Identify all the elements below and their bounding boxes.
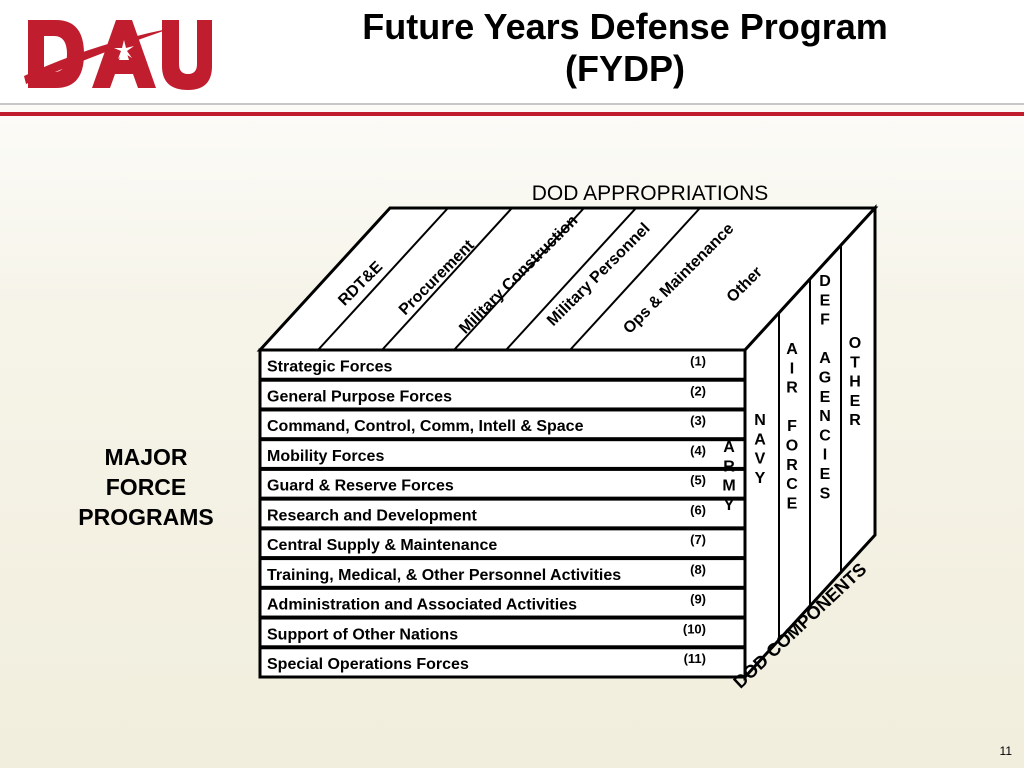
program-row-divider — [260, 496, 745, 501]
program-name: General Purpose Forces — [267, 388, 452, 405]
component-letter: H — [849, 374, 861, 391]
appropriation-divider — [317, 207, 449, 351]
program-number: (7) — [690, 532, 706, 547]
program-row-divider — [260, 645, 745, 650]
component-letter: A — [754, 431, 766, 448]
appropriation-divider — [381, 207, 513, 351]
component-letter: R — [786, 380, 798, 397]
slide-title-line1: Future Years Defense Program — [362, 6, 888, 47]
program-name: Central Supply & Maintenance — [267, 537, 497, 554]
program-number: (6) — [690, 502, 706, 517]
program-number: (2) — [690, 383, 706, 398]
program-name: Special Operations Forces — [267, 656, 469, 673]
program-name: Research and Development — [267, 507, 478, 524]
program-number: (4) — [690, 443, 706, 458]
program-number: (3) — [690, 413, 706, 428]
program-name: Strategic Forces — [267, 359, 392, 376]
component-letter: E — [820, 466, 831, 483]
program-row-divider — [260, 466, 745, 471]
component-letter: F — [820, 312, 830, 329]
program-number: (1) — [690, 354, 706, 369]
component-letter: A — [786, 341, 798, 358]
side-label-line: FORCE — [105, 474, 187, 500]
program-name: Administration and Associated Activities — [267, 597, 577, 614]
appropriation-divider — [453, 207, 585, 351]
component-letter: A — [723, 439, 735, 456]
component-letter: I — [823, 447, 827, 464]
program-name: Mobility Forces — [267, 448, 384, 465]
page-number: 11 — [999, 744, 1012, 758]
dau-logo — [24, 20, 212, 90]
major-force-programs-label: MAJOR FORCE PROGRAMS — [56, 442, 236, 532]
program-name: Guard & Reserve Forces — [267, 478, 454, 495]
component-letter: Y — [724, 497, 735, 514]
program-name: Training, Medical, & Other Personnel Act… — [267, 567, 621, 584]
program-row-divider — [260, 437, 745, 442]
header-divider — [0, 103, 1024, 105]
component-letter: R — [786, 457, 798, 474]
program-number: (9) — [690, 592, 706, 607]
component-letter: C — [819, 427, 831, 444]
component-letter: R — [723, 458, 735, 475]
program-row-divider — [260, 615, 745, 620]
component-letter: M — [722, 478, 735, 495]
component-letter: E — [850, 393, 861, 410]
component-letter: C — [786, 476, 798, 493]
component-letter: N — [754, 412, 766, 429]
dod-appropriations-label: DOD APPROPRIATIONS — [532, 182, 769, 205]
component-letter: N — [819, 408, 831, 425]
program-row-divider — [260, 407, 745, 412]
component-letter: R — [849, 412, 861, 429]
component-letter: E — [820, 389, 831, 406]
program-name: Command, Control, Comm, Intell & Space — [267, 418, 584, 435]
component-letter: T — [850, 354, 860, 371]
side-label-line: PROGRAMS — [78, 504, 214, 530]
component-letter: O — [786, 438, 798, 455]
component-letter: I — [790, 360, 794, 377]
component-letter: V — [755, 451, 766, 468]
program-number: (8) — [690, 562, 706, 577]
component-letter: O — [849, 335, 861, 352]
side-label-line: MAJOR — [104, 444, 188, 470]
component-letter: E — [820, 292, 831, 309]
appropriation-divider — [505, 207, 637, 351]
program-name: Support of Other Nations — [267, 626, 458, 643]
component-letter: Y — [755, 470, 766, 487]
component-letter: E — [787, 495, 798, 512]
appropriation-divider — [569, 207, 701, 351]
slide-title-line2: (FYDP) — [565, 48, 685, 89]
header-accent-line — [0, 112, 1024, 116]
component-letter: D — [819, 273, 831, 290]
program-number: (5) — [690, 473, 706, 488]
component-letter: S — [820, 485, 831, 502]
program-row-divider — [260, 526, 745, 531]
component-letter: A — [819, 350, 831, 367]
component-letter: F — [787, 418, 797, 435]
program-row-divider — [260, 585, 745, 590]
front-face — [258, 348, 747, 679]
program-number: (11) — [684, 651, 706, 666]
program-row-divider — [260, 556, 745, 561]
component-letter: G — [819, 370, 831, 387]
program-number: (10) — [683, 621, 706, 636]
program-row-divider — [260, 377, 745, 382]
slide-title: Future Years Defense Program (FYDP) — [300, 6, 950, 90]
